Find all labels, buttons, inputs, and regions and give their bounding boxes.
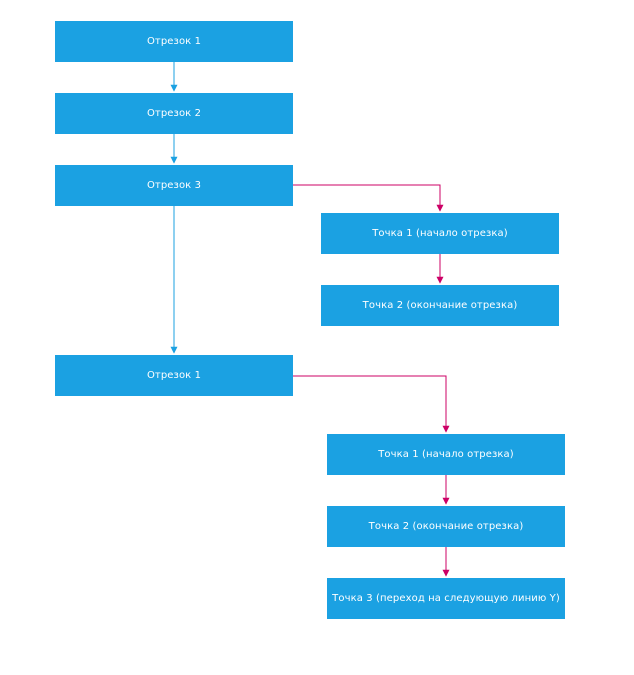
edge-seg1b-to-point1 bbox=[293, 375, 450, 433]
node-segment-1b-point-1: Точка 1 (начало отрезка) bbox=[327, 434, 565, 475]
node-segment-1b-point-2-label: Точка 2 (окончание отрезка) bbox=[368, 521, 524, 532]
node-segment-1-label: Отрезок 1 bbox=[146, 36, 202, 47]
node-segment-1b-point-1-label: Точка 1 (начало отрезка) bbox=[378, 449, 514, 460]
node-segment-3-point-2: Точка 2 (окончание отрезка) bbox=[321, 285, 559, 326]
node-segment-3-point-2-label: Точка 2 (окончание отрезка) bbox=[362, 300, 518, 311]
node-segment-1b-point-2: Точка 2 (окончание отрезка) bbox=[327, 506, 565, 547]
node-segment-1b-point-3-label: Точка 3 (переход на следующую линию Y) bbox=[332, 593, 560, 604]
node-segment-3-label: Отрезок 3 bbox=[146, 180, 202, 191]
node-segment-2-label: Отрезок 2 bbox=[146, 108, 202, 119]
node-segment-1: Отрезок 1 bbox=[55, 21, 293, 62]
node-segment-3: Отрезок 3 bbox=[55, 165, 293, 206]
node-segment-2: Отрезок 2 bbox=[55, 93, 293, 134]
node-segment-3-point-1-label: Точка 1 (начало отрезка) bbox=[372, 228, 508, 239]
node-segment-3-point-1: Точка 1 (начало отрезка) bbox=[321, 213, 559, 254]
edge-seg3-to-point1 bbox=[293, 184, 444, 212]
node-segment-1b-label: Отрезок 1 bbox=[146, 370, 202, 381]
node-segment-1b: Отрезок 1 bbox=[55, 355, 293, 396]
node-segment-1b-point-3: Точка 3 (переход на следующую линию Y) bbox=[327, 578, 565, 619]
